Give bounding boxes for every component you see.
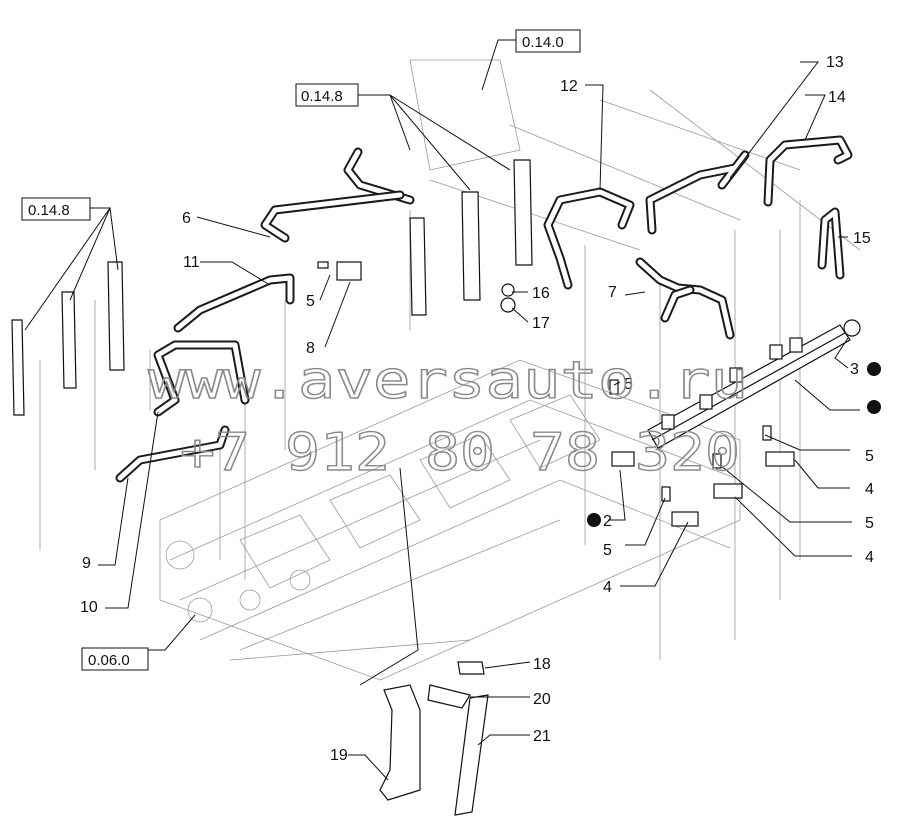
- callout-5: 5: [306, 293, 315, 310]
- ref-label: 0.14.8: [301, 88, 343, 105]
- callout-2: 2: [603, 513, 612, 530]
- callout-15: 15: [853, 230, 871, 247]
- ref-label: 0.14.0: [522, 34, 564, 51]
- bullet-2: [587, 513, 601, 527]
- watermark-phone: +7 912 80 78 320: [180, 423, 740, 483]
- callout-21: 21: [533, 728, 551, 745]
- callouts: 12 13 14 15 6 11 5 8 16 17 7 3 5 5 4 5 4…: [80, 54, 874, 764]
- engine-block: [159, 59, 741, 681]
- callout-6: 6: [182, 210, 191, 227]
- callout-9: 9: [82, 555, 91, 572]
- small-parts: [317, 261, 795, 816]
- callout-11: 11: [183, 254, 200, 271]
- callout-8: 8: [306, 340, 315, 357]
- callout-14: 14: [828, 89, 846, 106]
- callout-17: 17: [532, 315, 550, 332]
- ref-box-0-14-8-top[interactable]: 0.14.8: [295, 83, 359, 107]
- callout-5: 5: [603, 542, 612, 559]
- callout-4: 4: [865, 481, 874, 498]
- callout-18: 18: [533, 656, 551, 673]
- bullet-1: [867, 400, 881, 414]
- ref-box-0-14-8-left[interactable]: 0.14.8: [21, 197, 91, 221]
- injectors-left: [11, 261, 125, 416]
- callout-5: 5: [865, 448, 874, 465]
- callout-13: 13: [826, 54, 844, 71]
- callout-7: 7: [608, 284, 617, 301]
- callout-5: 5: [865, 515, 874, 532]
- callout-20: 20: [533, 691, 551, 708]
- common-rail: [647, 319, 861, 449]
- ref-label: 0.14.8: [28, 202, 70, 219]
- callout-4: 4: [865, 549, 874, 566]
- watermark: www.aversauto.ru +7 912 80 78 320: [147, 350, 748, 483]
- injectors-center: [409, 159, 533, 316]
- callout-10: 10: [80, 599, 98, 616]
- fuel-pipes: [115, 135, 853, 483]
- ref-box-0-06-0[interactable]: 0.06.0: [81, 647, 149, 671]
- ref-box-0-14-0[interactable]: 0.14.0: [515, 29, 581, 53]
- callout-5: 5: [624, 376, 633, 393]
- callout-12: 12: [560, 78, 578, 95]
- construction-lines: [39, 89, 861, 661]
- callout-3: 3: [850, 361, 859, 378]
- watermark-url: www.aversauto.ru: [148, 351, 748, 411]
- leader-lines: [24, 39, 860, 781]
- callout-4: 4: [603, 579, 612, 596]
- ref-label: 0.06.0: [88, 652, 130, 669]
- callout-19: 19: [330, 747, 348, 764]
- bullet-3: [867, 362, 881, 376]
- callout-16: 16: [532, 285, 550, 302]
- bullet-markers: [587, 362, 881, 527]
